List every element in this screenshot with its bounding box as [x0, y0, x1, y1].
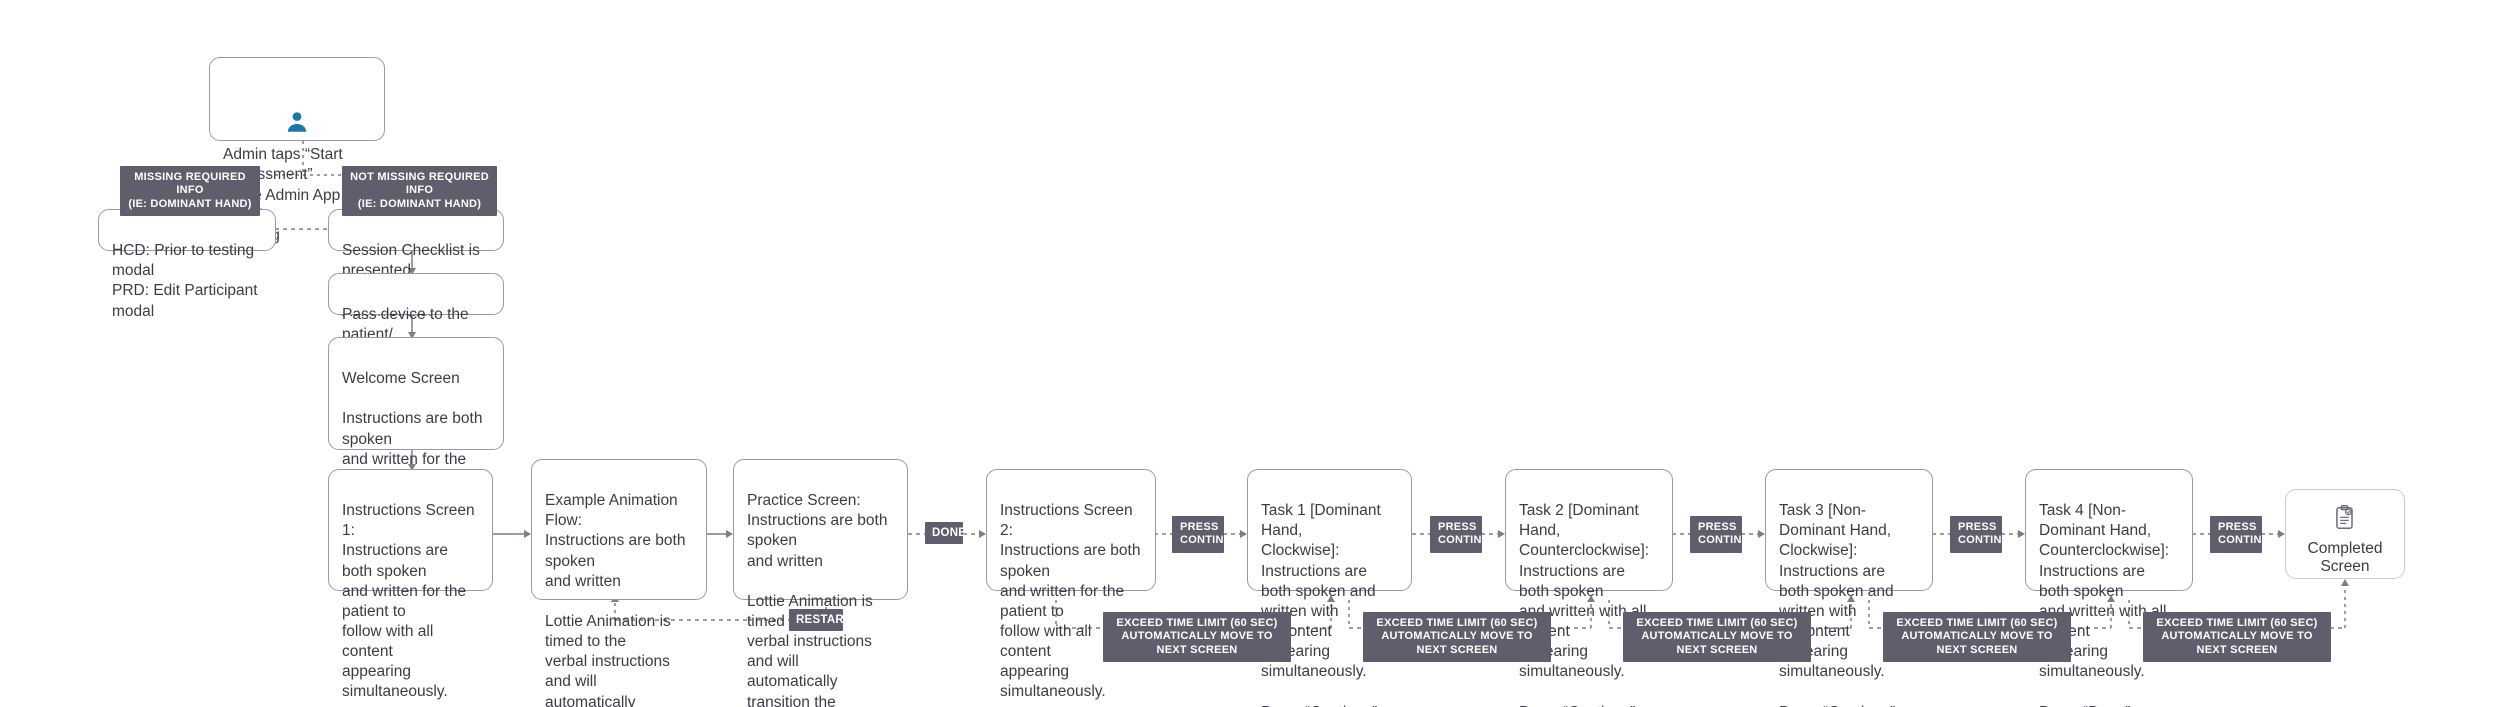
node-example-animation-flow-text: Example Animation Flow: Instructions are…	[545, 492, 686, 707]
node-instructions-screen-1[interactable]: Instructions Screen 1: Instructions are …	[328, 469, 493, 700]
node-instructions-screen-2[interactable]: Instructions Screen 2: Instructions are …	[986, 469, 1156, 700]
node-practice-screen[interactable]: Practice Screen: Instructions are both s…	[733, 459, 908, 707]
badge-exceed-time-limit-5[interactable]: EXCEED TIME LIMIT (60 SEC) AUTOMATICALLY…	[2143, 612, 2331, 663]
badge-press-continue-4[interactable]: PRESS CONTINUE	[1950, 516, 2017, 553]
badge-exceed-time-limit-1[interactable]: EXCEED TIME LIMIT (60 SEC) AUTOMATICALLY…	[1103, 612, 1291, 663]
badge-exceed-time-limit-2[interactable]: EXCEED TIME LIMIT (60 SEC) AUTOMATICALLY…	[1363, 612, 1551, 663]
node-task-1-text: Task 1 [Dominant Hand, Clockwise]: Instr…	[1261, 502, 1381, 707]
badge-restart[interactable]: RESTART	[789, 609, 851, 632]
node-welcome-screen[interactable]: Welcome Screen Instructions are both spo…	[328, 337, 504, 568]
node-hcd-prd-modal-text: HCD: Prior to testing modal PRD: Edit Pa…	[112, 242, 258, 320]
badge-not-missing-required-info[interactable]: NOT MISSING REQUIRED INFO (IE: DOMINANT …	[342, 166, 497, 217]
node-instructions-screen-2-text: Instructions Screen 2: Instructions are …	[1000, 502, 1141, 701]
node-task-3-text: Task 3 [Non-Dominant Hand, Clockwise]: I…	[1779, 502, 1895, 707]
node-task-4[interactable]: Task 4 [Non-Dominant Hand, Counterclockw…	[2025, 469, 2193, 707]
node-admin-start[interactable]: Admin taps “Start Assessment” In the Adm…	[209, 57, 385, 244]
node-practice-screen-text: Practice Screen: Instructions are both s…	[747, 492, 888, 707]
node-example-animation-flow[interactable]: Example Animation Flow: Instructions are…	[531, 459, 707, 707]
node-task-2[interactable]: Task 2 [Dominant Hand, Counterclockwise]…	[1505, 469, 1673, 707]
node-task-3[interactable]: Task 3 [Non-Dominant Hand, Clockwise]: I…	[1765, 469, 1933, 707]
badge-press-continue-5[interactable]: PRESS CONTINUE	[2210, 516, 2277, 553]
badge-missing-required-info[interactable]: MISSING REQUIRED INFO (IE: DOMINANT HAND…	[120, 166, 260, 217]
badge-exceed-time-limit-3[interactable]: EXCEED TIME LIMIT (60 SEC) AUTOMATICALLY…	[1623, 612, 1811, 663]
badge-press-continue-1[interactable]: PRESS CONTINUE	[1172, 516, 1239, 553]
node-pass-device[interactable]: Pass device to the patient/ participant …	[328, 273, 504, 384]
node-completed-screen-label: Completed Screen	[2307, 540, 2383, 575]
person-icon	[223, 89, 371, 133]
node-instructions-screen-1-text: Instructions Screen 1: Instructions are …	[342, 502, 475, 701]
badge-press-continue-3[interactable]: PRESS CONTINUE	[1690, 516, 1757, 553]
clipboard-check-icon	[2286, 504, 2404, 534]
badge-exceed-time-limit-4[interactable]: EXCEED TIME LIMIT (60 SEC) AUTOMATICALLY…	[1883, 612, 2071, 663]
badge-done[interactable]: DONE	[925, 522, 966, 545]
node-task-2-text: Task 2 [Dominant Hand, Counterclockwise]…	[1519, 502, 1650, 707]
node-completed-screen[interactable]: Completed Screen	[2285, 489, 2405, 579]
node-task-1[interactable]: Task 1 [Dominant Hand, Clockwise]: Instr…	[1247, 469, 1412, 707]
node-task-4-text: Task 4 [Non-Dominant Hand, Counterclockw…	[2039, 502, 2170, 707]
badge-press-continue-2[interactable]: PRESS CONTINUE	[1430, 516, 1497, 553]
